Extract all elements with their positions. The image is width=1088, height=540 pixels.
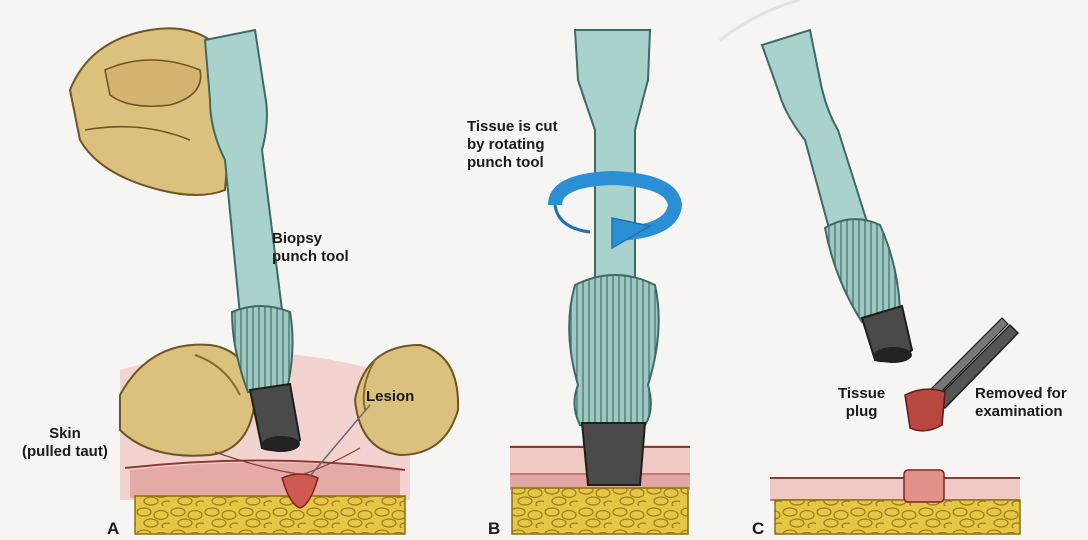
- fat-layer-a: [135, 496, 405, 534]
- skin-pulled-taut-label: Skin (pulled taut): [22, 425, 108, 461]
- fat-layer-c: [775, 500, 1020, 534]
- panel-c: [762, 30, 1020, 534]
- punch-tool-grip-b: [569, 275, 659, 425]
- skin-surface-c: [770, 478, 1020, 500]
- panel-letter-a: A: [107, 520, 119, 538]
- panel-letter-b: B: [488, 520, 500, 538]
- tissue-plug-label: Tissue plug: [838, 385, 885, 421]
- fat-layer-b: [512, 488, 688, 534]
- lesion-label: Lesion: [366, 388, 414, 406]
- punch-tool-grip-c: [825, 219, 900, 322]
- watermark-mark: [720, 0, 800, 40]
- panel-b: [510, 30, 690, 534]
- punch-tool-shaft-c: [762, 30, 868, 232]
- panel-a: [70, 28, 458, 534]
- biopsy-site: [904, 470, 944, 502]
- tissue-cut-label: Tissue is cut by rotating punch tool: [467, 118, 558, 172]
- tissue-plug: [905, 389, 945, 431]
- left-finger: [120, 345, 255, 456]
- biopsy-punch-tool-label: Biopsy punch tool: [272, 230, 349, 266]
- removed-for-examination-label: Removed for examination: [975, 385, 1067, 421]
- punch-tool-blade-b: [582, 423, 645, 485]
- panel-letter-c: C: [752, 520, 764, 538]
